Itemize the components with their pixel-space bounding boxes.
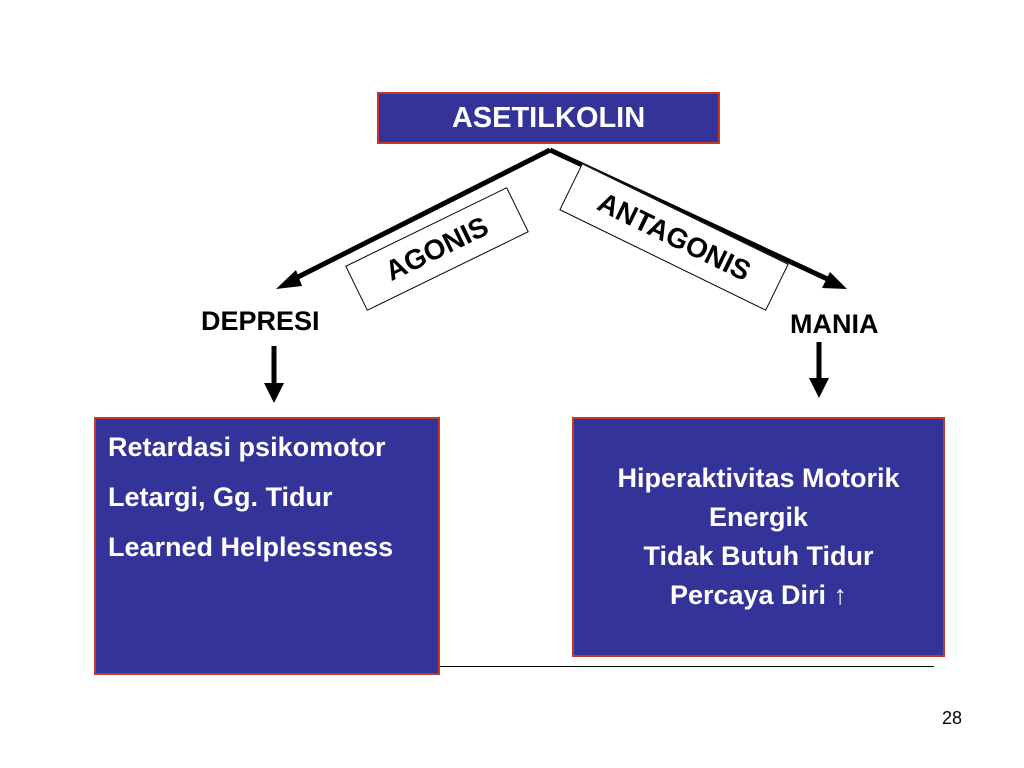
symptom-item: Learned Helplessness xyxy=(108,532,394,562)
symptom-item: Percaya Diri ↑ xyxy=(669,580,848,610)
root-node-asetilkolin: ASETILKOLIN xyxy=(377,92,720,144)
symptom-item: Tidak Butuh Tidur xyxy=(643,541,874,571)
symptom-item: Energik xyxy=(708,502,809,532)
agonis-arrowhead xyxy=(276,270,302,289)
agonis-arrow xyxy=(284,147,552,286)
symptom-item: Retardasi psikomotor xyxy=(108,432,386,462)
depresi-label: DEPRESI xyxy=(201,306,320,336)
symptom-item: Hiperaktivitas Motorik xyxy=(617,463,900,493)
symptom-item: Letargi, Gg. Tidur xyxy=(108,482,333,512)
mania-symptoms-box: Hiperaktivitas Motorik Energik Tidak But… xyxy=(572,417,945,657)
depresi-symptoms-box: Retardasi psikomotor Letargi, Gg. Tidur … xyxy=(94,417,440,675)
antagonis-arrowhead xyxy=(822,272,847,289)
depresi-down-arrowhead xyxy=(264,383,284,403)
footer-divider xyxy=(440,666,934,667)
page-number: 28 xyxy=(942,708,963,728)
mania-down-arrowhead xyxy=(809,378,829,398)
mania-label: MANIA xyxy=(790,309,879,339)
